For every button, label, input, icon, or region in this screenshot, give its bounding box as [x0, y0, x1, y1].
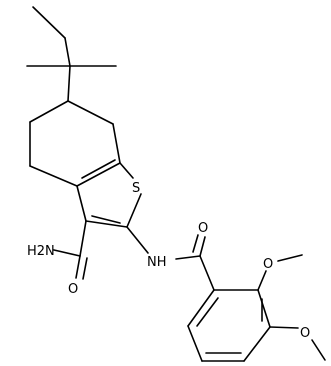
bond [311, 339, 326, 361]
bond [196, 297, 219, 327]
bond [112, 123, 121, 164]
bond [32, 6, 66, 39]
sulfur-label: S [132, 181, 140, 196]
bond [257, 270, 267, 291]
nh-label: NH [147, 255, 167, 270]
amide-nh2-label: H2N [27, 244, 55, 259]
bond [91, 215, 121, 224]
bond [126, 193, 142, 228]
bond [199, 255, 215, 291]
bond [126, 226, 149, 254]
tert-amyl-group [26, 6, 117, 102]
benzoyl-oxygen-label: O [198, 221, 208, 236]
bond [29, 165, 78, 187]
bond [82, 257, 88, 280]
bond [277, 254, 303, 262]
bond [67, 65, 71, 102]
amide-linker [126, 226, 215, 291]
bond [75, 255, 81, 279]
carboxamide-group [53, 220, 88, 280]
bond [29, 100, 69, 123]
bond [53, 249, 81, 257]
bond [257, 289, 271, 328]
methoxy-oxygen-label-1: O [263, 257, 273, 272]
methoxy-groups [257, 254, 326, 361]
bond [187, 325, 203, 362]
cyclohexene-ring [29, 100, 121, 187]
bond [76, 185, 87, 222]
bond [269, 326, 299, 329]
amide-oxygen-label: O [68, 282, 78, 297]
bond [79, 220, 87, 257]
bond [85, 220, 128, 228]
bond [199, 236, 206, 257]
bond [76, 162, 121, 187]
benzene-ring [187, 289, 271, 362]
bond [192, 234, 199, 253]
bond [64, 37, 71, 67]
bond [187, 289, 215, 327]
bond [175, 255, 201, 260]
bond [119, 162, 134, 179]
bond [67, 100, 114, 125]
bond [81, 159, 116, 179]
bond [243, 326, 271, 362]
methoxy-oxygen-label-2: O [300, 326, 310, 341]
thiophene-ring [76, 162, 142, 228]
